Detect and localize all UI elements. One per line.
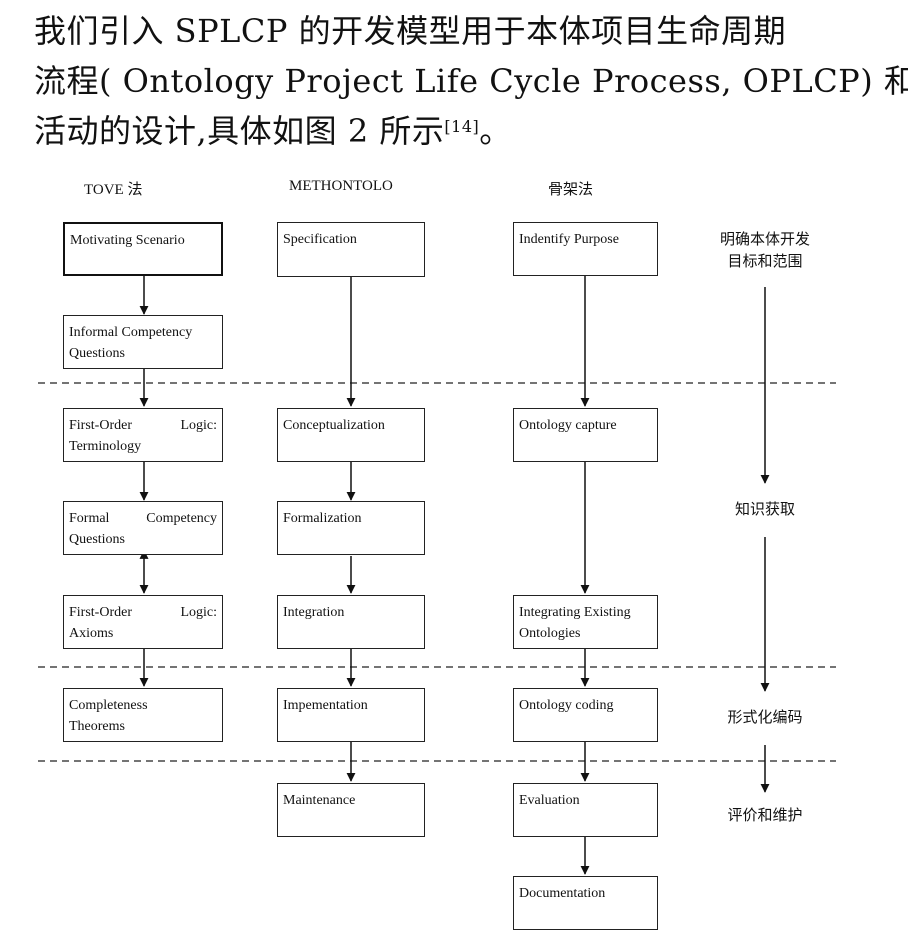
box-axioms-word-1: First-Order	[69, 605, 132, 620]
box-ontology-capture: Ontology capture	[513, 408, 658, 462]
box-conceptualization: Conceptualization	[277, 408, 425, 462]
paragraph-line-3: 活动的设计,具体如图 2 所示[14]。	[34, 106, 874, 156]
box-formalization: Formalization	[277, 501, 425, 555]
box-axioms-word-2: Logic:	[180, 605, 217, 620]
box-integrating-existing-ontologies-line1: Integrating Existing	[519, 605, 631, 620]
box-documentation-label: Documentation	[519, 886, 606, 901]
box-formal-competency-questions: Formal Competency Questions	[63, 501, 223, 555]
box-indentify-purpose-label: Indentify Purpose	[519, 232, 619, 247]
column-header-methontology: METHONTOLO	[289, 178, 393, 194]
box-formalization-label: Formalization	[283, 511, 362, 526]
box-first-order-logic-terminology-line1: First-Order Logic:	[69, 415, 217, 436]
box-informal-competency-questions-line2: Questions	[69, 346, 125, 361]
phase-label-goals: 明确本体开发 目标和范围	[706, 228, 824, 272]
box-integrating-existing-ontologies-line2: Ontologies	[519, 626, 581, 641]
box-integrating-existing-ontologies: Integrating Existing Ontologies	[513, 595, 658, 649]
box-integration: Integration	[277, 595, 425, 649]
paragraph-line-2: 流程( Ontology Project Life Cycle Process,…	[34, 62, 908, 100]
phase-label-goals-line1: 明确本体开发	[719, 230, 810, 248]
box-integration-label: Integration	[283, 605, 345, 620]
box-maintenance: Maintenance	[277, 783, 425, 837]
box-documentation: Documentation	[513, 876, 658, 930]
box-indentify-purpose: Indentify Purpose	[513, 222, 658, 276]
phase-label-goals-line2: 目标和范围	[727, 252, 803, 270]
column-header-tove: TOVE 法	[84, 182, 143, 198]
paragraph-line-3-end: 。	[479, 112, 512, 150]
box-specification: Specification	[277, 222, 425, 277]
paragraph-line-1: 我们引入 SPLCP 的开发模型用于本体项目生命周期	[34, 12, 787, 50]
box-formal-word-2: Competency	[146, 511, 217, 526]
phase-label-evaluation-maintenance: 评价和维护	[727, 806, 803, 824]
box-motivating-scenario: Motivating Scenario	[63, 222, 223, 276]
column-header-skeleton: 骨架法	[548, 182, 594, 198]
box-ontology-capture-label: Ontology capture	[519, 418, 617, 433]
phase-label-formal-coding: 形式化编码	[727, 708, 803, 726]
box-completeness-theorems-line1: Completeness	[69, 698, 148, 713]
box-terminology-word-2: Logic:	[180, 418, 217, 433]
box-informal-competency-questions-line1: Informal Competency	[69, 325, 193, 340]
box-first-order-logic-axioms-line1: First-Order Logic:	[69, 602, 217, 623]
box-first-order-logic-terminology-line2: Terminology	[69, 439, 142, 454]
box-motivating-scenario-label: Motivating Scenario	[70, 233, 185, 248]
box-formal-competency-questions-line1: Formal Competency	[69, 508, 217, 529]
phase-label-knowledge-acquisition: 知识获取	[734, 500, 795, 518]
box-first-order-logic-axioms: First-Order Logic: Axioms	[63, 595, 223, 649]
box-impementation-label: Impementation	[283, 698, 368, 713]
paragraph-line-3-text: 活动的设计,具体如图 2 所示	[34, 112, 445, 150]
box-formal-word-1: Formal	[69, 511, 110, 526]
box-first-order-logic-terminology: First-Order Logic: Terminology	[63, 408, 223, 462]
box-completeness-theorems: Completeness Theorems	[63, 688, 223, 742]
box-completeness-theorems-line2: Theorems	[69, 719, 125, 734]
box-conceptualization-label: Conceptualization	[283, 418, 385, 433]
box-ontology-coding: Ontology coding	[513, 688, 658, 742]
box-maintenance-label: Maintenance	[283, 793, 356, 808]
box-evaluation-label: Evaluation	[519, 793, 580, 808]
phase-separators	[38, 382, 836, 762]
box-evaluation: Evaluation	[513, 783, 658, 837]
box-impementation: Impementation	[277, 688, 425, 742]
intro-paragraph: 我们引入 SPLCP 的开发模型用于本体项目生命周期 流程( Ontology …	[34, 6, 908, 156]
box-first-order-logic-axioms-line2: Axioms	[69, 626, 114, 641]
box-specification-label: Specification	[283, 232, 357, 247]
box-informal-competency-questions: Informal Competency Questions	[63, 315, 223, 369]
citation-reference: [14]	[444, 117, 480, 136]
box-ontology-coding-label: Ontology coding	[519, 698, 614, 713]
box-terminology-word-1: First-Order	[69, 418, 132, 433]
box-formal-competency-questions-line2: Questions	[69, 532, 125, 547]
